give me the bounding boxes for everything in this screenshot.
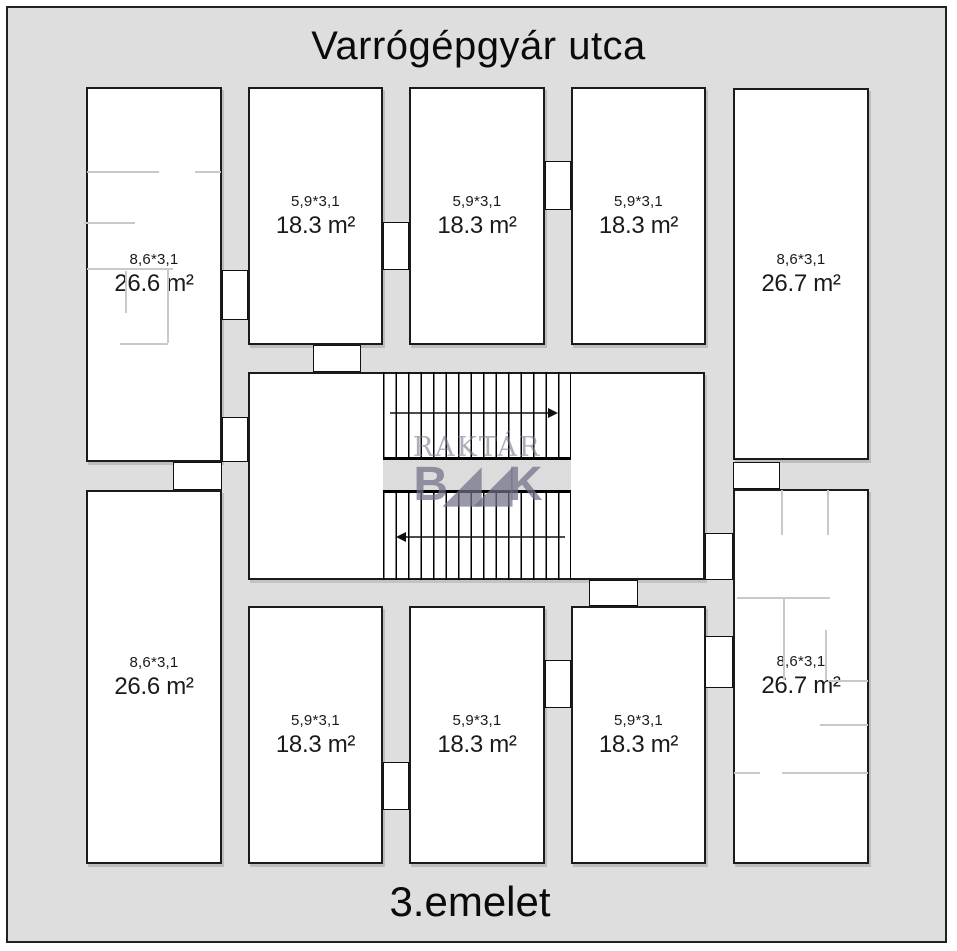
floor-label: 3.emelet <box>389 878 551 925</box>
door-top-left-to-top-1 <box>222 270 248 320</box>
room-dimensions-label: 8,6*3,1 <box>129 653 179 671</box>
room-area-label: 18.3 m² <box>598 211 679 239</box>
door-bottom-3-to-bottom-right <box>705 636 733 688</box>
door-hall-to-bottom-right <box>705 533 733 580</box>
room-area-label: 26.7 m² <box>761 269 841 297</box>
staircase <box>383 372 571 580</box>
door-top-2-to-top-3 <box>545 161 571 210</box>
partition-remnant-line <box>827 490 829 535</box>
partition-remnant-line <box>120 343 168 345</box>
room-area-label: 26.6 m² <box>114 672 194 700</box>
partition-remnant-line <box>781 490 783 535</box>
room-area-label: 18.3 m² <box>598 730 679 758</box>
door-hall-to-bottom-3 <box>589 580 638 606</box>
room-area-label: 18.3 m² <box>437 730 517 758</box>
room-bottom-right: 8,6*3,1 26.7 m² <box>733 489 869 864</box>
room-dimensions-label: 5,9*3,1 <box>452 192 502 210</box>
door-bottom-1-to-bottom-2 <box>383 762 409 810</box>
room-dimensions-label: 5,9*3,1 <box>614 711 663 729</box>
room-dimensions-label: 5,9*3,1 <box>291 192 340 210</box>
room-area-label: 26.6 m² <box>114 270 194 297</box>
partition-remnant-line <box>820 724 868 726</box>
stair-flight-lower <box>383 492 571 580</box>
door-top-left-to-hall <box>222 417 248 462</box>
room-dimensions-label: 5,9*3,1 <box>614 192 663 210</box>
room-area-label: 18.3 m² <box>275 211 356 239</box>
door-top-left-to-bottom-left <box>173 462 222 490</box>
stair-flight-upper <box>383 372 571 459</box>
partition-remnant-line <box>783 598 785 680</box>
room-dimensions-label: 8,6*3,1 <box>776 653 826 670</box>
partition-remnant-line <box>195 171 221 173</box>
room-dimensions-label: 8,6*3,1 <box>776 250 826 268</box>
room-area-label: 18.3 m² <box>437 211 517 239</box>
room-dimensions-label: 5,9*3,1 <box>452 711 502 729</box>
door-top-1-to-top-2 <box>383 222 409 270</box>
partition-remnant-line <box>84 222 135 224</box>
room-dimensions-label: 5,9*3,1 <box>291 711 340 729</box>
partition-remnant-line <box>87 171 159 173</box>
partition-remnant-line <box>125 271 127 313</box>
stair-up-arrowhead-icon <box>548 408 558 418</box>
room-dimensions-label: 8,6*3,1 <box>129 251 179 268</box>
room-area-label: 18.3 m² <box>275 730 356 758</box>
stair-landing <box>383 457 571 493</box>
partition-remnant-line <box>782 772 868 774</box>
partition-remnant-line <box>828 680 868 682</box>
street-title: Varrógépgyár utca <box>311 24 646 68</box>
door-top-right-to-bottom-right <box>733 462 780 489</box>
stair-down-arrowhead-icon <box>396 532 406 542</box>
partition-remnant-line <box>167 268 169 343</box>
partition-remnant-line <box>87 268 173 270</box>
partition-remnant-line <box>734 772 760 774</box>
door-top-1-to-hall <box>313 345 361 372</box>
room-top-left: 8,6*3,1 26.6 m² <box>86 87 222 462</box>
stair-direction-arrows <box>390 408 565 542</box>
partition-remnant-line <box>825 630 827 680</box>
door-bottom-2-to-bottom-3 <box>545 660 571 708</box>
room-area-label: 26.7 m² <box>761 672 841 699</box>
